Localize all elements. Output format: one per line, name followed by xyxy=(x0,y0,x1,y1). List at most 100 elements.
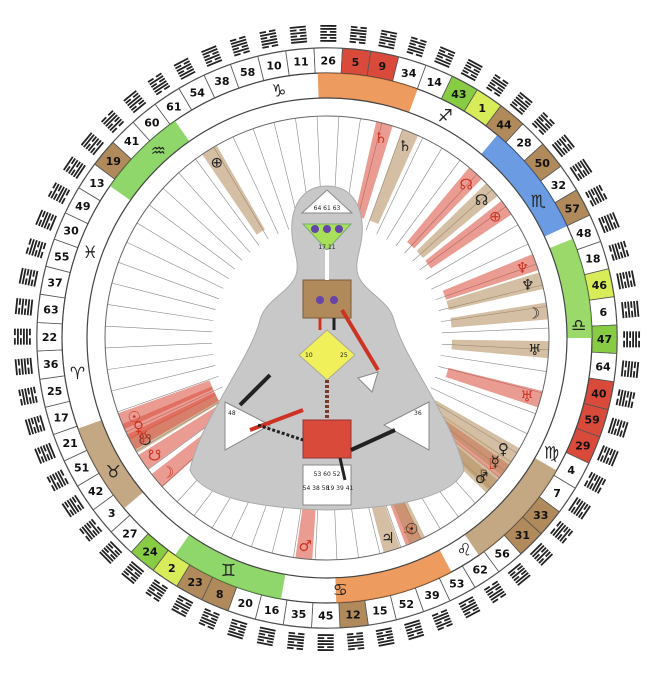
planet-wedge xyxy=(446,272,544,311)
gate-number: 38 xyxy=(214,75,229,88)
spoke-line xyxy=(126,241,224,289)
zodiac-glyph: ♎ xyxy=(571,316,586,336)
planet-wedge xyxy=(407,167,482,249)
hexagram-icon xyxy=(607,417,629,438)
gate-number: 12 xyxy=(345,608,360,621)
gate-number: 17 xyxy=(53,411,68,424)
planet-glyph: ☿ xyxy=(491,452,500,470)
sacral-center xyxy=(302,419,352,459)
gate-number: 59 xyxy=(585,414,600,427)
gate-number: 27 xyxy=(122,527,137,540)
zodiac-ring: ♑♐♏♎♍♌♋♊♉♈♓♒ xyxy=(70,73,592,603)
zodiac-glyph: ♋ xyxy=(333,581,348,601)
hexagram-icon xyxy=(568,497,591,520)
planet-glyph: ☽ xyxy=(161,464,174,482)
spoke-line xyxy=(149,204,236,270)
planet-glyph: ♀ xyxy=(498,440,509,458)
hexagram-icon xyxy=(531,111,555,136)
gate-number: 43 xyxy=(451,88,466,101)
root-gates-mid: 54 38 58 xyxy=(303,485,330,492)
planet-glyph: ♆ xyxy=(521,276,534,294)
planet-wedge xyxy=(416,183,498,258)
gate-number: 46 xyxy=(592,279,608,292)
gate-number: 47 xyxy=(597,333,612,346)
hexagram-icon xyxy=(616,270,636,290)
g-gate-right: 25 xyxy=(340,352,348,359)
hexagram-icon xyxy=(509,91,533,115)
hexagram-icon xyxy=(63,156,86,179)
ajna-gate-dot xyxy=(335,225,343,233)
planet-wedge xyxy=(122,386,216,440)
spoke-line xyxy=(105,342,213,349)
spleen-center xyxy=(224,401,272,451)
hexagram-icon xyxy=(121,561,145,585)
gate-number: 13 xyxy=(89,177,104,190)
throat-gate-dot xyxy=(316,296,324,304)
zodiac-glyph: ♌ xyxy=(457,540,472,560)
planet-glyph: ♂ xyxy=(475,469,488,487)
gate-number: 14 xyxy=(427,76,443,89)
gate-number: 40 xyxy=(591,387,607,400)
hexagram-icon xyxy=(349,25,367,45)
hexagram-icon xyxy=(201,45,223,67)
zodiac-band xyxy=(481,134,568,237)
zodiac-glyph: ♊ xyxy=(221,561,236,581)
gate-number: 24 xyxy=(142,546,158,559)
gate-number: 42 xyxy=(88,485,103,498)
hexagram-icon xyxy=(621,300,640,319)
planet-glyph: ⊕ xyxy=(489,208,502,226)
gate-number: 48 xyxy=(576,227,591,240)
hexagram-icon xyxy=(13,328,31,345)
planet-wedge xyxy=(202,145,265,235)
hexagram-icon xyxy=(434,46,456,68)
zodiac-glyph: ♑ xyxy=(271,82,286,102)
hexagram-icon xyxy=(171,594,194,618)
gate-number: 6 xyxy=(599,306,607,319)
planet-wedge xyxy=(442,254,539,300)
spoke-line xyxy=(431,243,529,290)
spoke-line xyxy=(111,282,216,310)
gate-number: 18 xyxy=(585,253,600,266)
gate-number: 51 xyxy=(74,462,89,475)
zodiac-band xyxy=(77,420,144,509)
spoke-line xyxy=(425,224,519,280)
hexagram-icon xyxy=(100,110,125,134)
spoke-line xyxy=(195,158,260,246)
gate-number: 3 xyxy=(108,507,116,520)
heart-center xyxy=(357,371,379,393)
hexagram-icon xyxy=(585,184,608,207)
hexagram-icon xyxy=(24,415,46,436)
hexagram-icon xyxy=(145,579,168,602)
channel xyxy=(350,428,396,452)
hexagram-icon xyxy=(47,182,71,205)
gate-number: 55 xyxy=(54,250,69,263)
planet-glyph: ♄ xyxy=(398,137,411,155)
planet-glyph: ☋ xyxy=(148,446,161,464)
planet-glyph: ⊕ xyxy=(210,154,223,172)
hexagram-icon xyxy=(406,36,427,58)
planet-wedge xyxy=(445,367,543,408)
hexagram-icon xyxy=(346,632,365,651)
gate-number: 10 xyxy=(266,60,282,73)
spoke-line xyxy=(440,355,547,372)
spoke-line xyxy=(252,128,290,230)
hexagram-icon xyxy=(198,608,220,630)
gate-number: 26 xyxy=(321,55,337,68)
zodiac-band xyxy=(317,73,418,113)
gate-number: 35 xyxy=(291,608,306,621)
hexagram-icon xyxy=(80,132,104,156)
hexagram-icon xyxy=(147,72,171,96)
spoke-line xyxy=(395,160,461,247)
gate-number: 11 xyxy=(293,56,308,69)
hexagram-icon xyxy=(18,386,38,406)
gate-number: 31 xyxy=(515,529,530,542)
hexagram-icon xyxy=(14,298,34,316)
throat-label: 17 11 xyxy=(318,244,335,251)
planet-glyph: ☊ xyxy=(460,175,473,193)
gate-number: 37 xyxy=(47,277,62,290)
planet-glyph: ☽ xyxy=(527,305,540,323)
hexagram-icon xyxy=(227,618,248,640)
gate-number: 23 xyxy=(187,576,202,589)
gate-number: 19 xyxy=(106,155,121,168)
